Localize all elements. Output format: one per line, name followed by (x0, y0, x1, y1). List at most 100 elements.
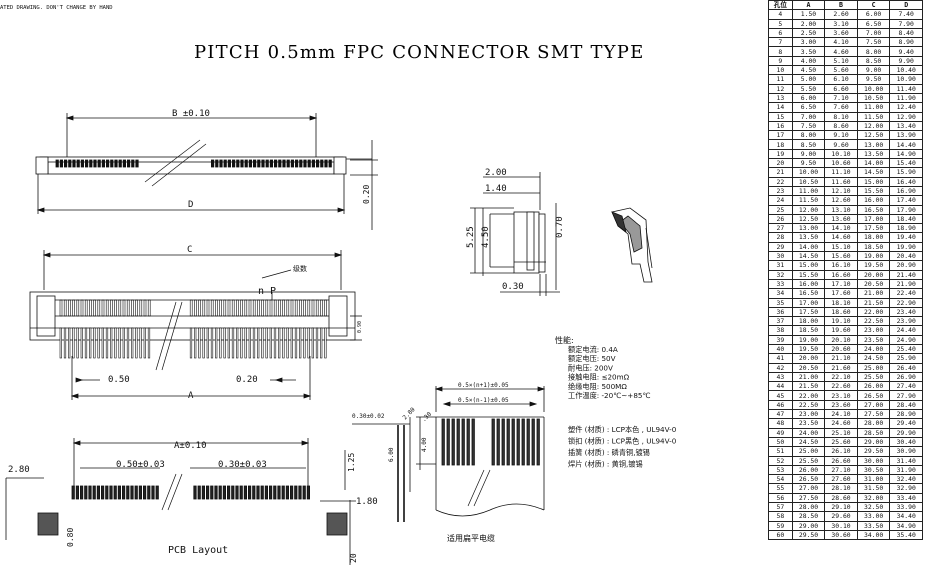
table-cell: 24.60 (824, 418, 858, 429)
table-cell: 45 (768, 390, 793, 401)
table-cell: 59 (768, 520, 793, 531)
table-header-cell: C (856, 0, 891, 11)
contact-tooth (307, 159, 311, 168)
table-cell: 19.40 (889, 232, 923, 243)
table-cell: 23.00 (791, 409, 826, 420)
dim-np-label: n P (258, 286, 276, 297)
pcb-pad (268, 485, 273, 500)
front-contact (248, 299, 252, 317)
table-cell: 8.00 (856, 46, 891, 57)
table-cell: 21.10 (824, 353, 858, 364)
table-cell: 6 (768, 27, 793, 39)
table-cell: 17.00 (856, 213, 891, 225)
table-cell: 9.90 (889, 55, 923, 67)
front-contact (257, 299, 260, 317)
drawing-title: PITCH 0.5mm FPC CONNECTOR SMT TYPE (194, 42, 644, 63)
table-cell: 49 (768, 427, 793, 438)
front-contact (265, 299, 269, 317)
front-pin-leg (273, 327, 277, 359)
table-cell: 17.90 (889, 204, 923, 215)
table-cell: 38 (768, 325, 793, 336)
table-cell: 6.00 (856, 9, 891, 20)
table-cell: 23.60 (824, 399, 858, 411)
pcb-pad (92, 485, 96, 500)
front-pin-leg (320, 327, 323, 359)
pcb-pad (126, 485, 130, 500)
front-pin-leg (294, 327, 298, 359)
dim-c-label: C (187, 245, 192, 255)
table-cell: 29.40 (889, 418, 923, 429)
table-cell: 30.40 (889, 436, 923, 448)
table-cell: 5.00 (791, 74, 826, 85)
contact-tooth (320, 159, 324, 168)
pcb-pad (302, 485, 306, 500)
pcb-dim-pitch-label: 0.50±0.03 (116, 460, 165, 470)
front-pin-leg (206, 327, 209, 359)
table-cell: 17.40 (889, 195, 923, 206)
contact-tooth (231, 159, 236, 168)
front-contact (223, 299, 227, 317)
contact-tooth (76, 159, 80, 168)
side-dim-200-label: 2.00 (485, 168, 507, 178)
table-cell: 17.00 (791, 297, 826, 308)
table-cell: 33.50 (856, 520, 891, 531)
dim-height-label: 0.20 (362, 185, 371, 204)
table-cell: 60 (768, 529, 793, 541)
table-cell: 11.50 (856, 111, 891, 122)
table-cell: 6.60 (824, 83, 858, 94)
pcb-pad (201, 485, 205, 500)
front-pin-leg (278, 327, 281, 359)
table-cell: 11.60 (824, 176, 858, 187)
table-cell: 13 (768, 92, 793, 104)
side-dim-030-label: 0.30 (502, 282, 524, 292)
front-contact (324, 299, 327, 317)
side-dim-450-label: 4.50 (481, 226, 491, 248)
table-cell: 15.50 (856, 185, 891, 197)
contact-tooth (227, 159, 231, 168)
front-contact (143, 299, 147, 317)
table-cell: 16.60 (824, 269, 858, 280)
pcb-layout-caption: PCB Layout (168, 545, 228, 556)
front-pin-leg (269, 327, 272, 359)
table-cell: 7.50 (791, 120, 826, 132)
front-pin-leg (215, 327, 218, 359)
front-contact (290, 299, 294, 317)
table-cell: 9.40 (889, 46, 923, 57)
table-cell: 28.50 (791, 511, 826, 522)
table-cell: 13.00 (791, 223, 826, 234)
table-cell: 31 (768, 260, 793, 271)
table-cell: 16.50 (791, 288, 826, 299)
table-cell: 10.50 (856, 92, 891, 104)
front-contact (59, 299, 63, 317)
fpc-caption: 适用扁平电缆 (447, 533, 495, 543)
table-cell: 9.00 (791, 148, 826, 160)
pcb-pad (88, 485, 92, 500)
table-cell: 22.60 (824, 381, 858, 392)
table-cell: 15.40 (889, 158, 923, 169)
front-pin-leg (105, 327, 109, 359)
table-cell: 5 (768, 18, 793, 29)
front-contact (101, 299, 105, 317)
table-cell: 17 (768, 130, 793, 141)
table-cell: 7.00 (791, 111, 826, 122)
table-cell: 22.00 (791, 390, 826, 401)
pcb-dim-20-label: 20 (349, 553, 358, 563)
table-cell: 29.50 (791, 529, 826, 541)
table-cell: 28.90 (889, 409, 923, 420)
table-cell: 16.90 (889, 185, 923, 197)
front-contact (206, 299, 210, 317)
table-cell: 27.50 (791, 492, 826, 504)
material-line: 锁扣 (材质) : LCP黑色 , UL94V-0 (568, 437, 677, 446)
table-cell: 52 (768, 455, 793, 466)
table-cell: 37 (768, 316, 793, 327)
table-cell: 20.90 (889, 260, 923, 271)
front-contact (210, 299, 214, 317)
